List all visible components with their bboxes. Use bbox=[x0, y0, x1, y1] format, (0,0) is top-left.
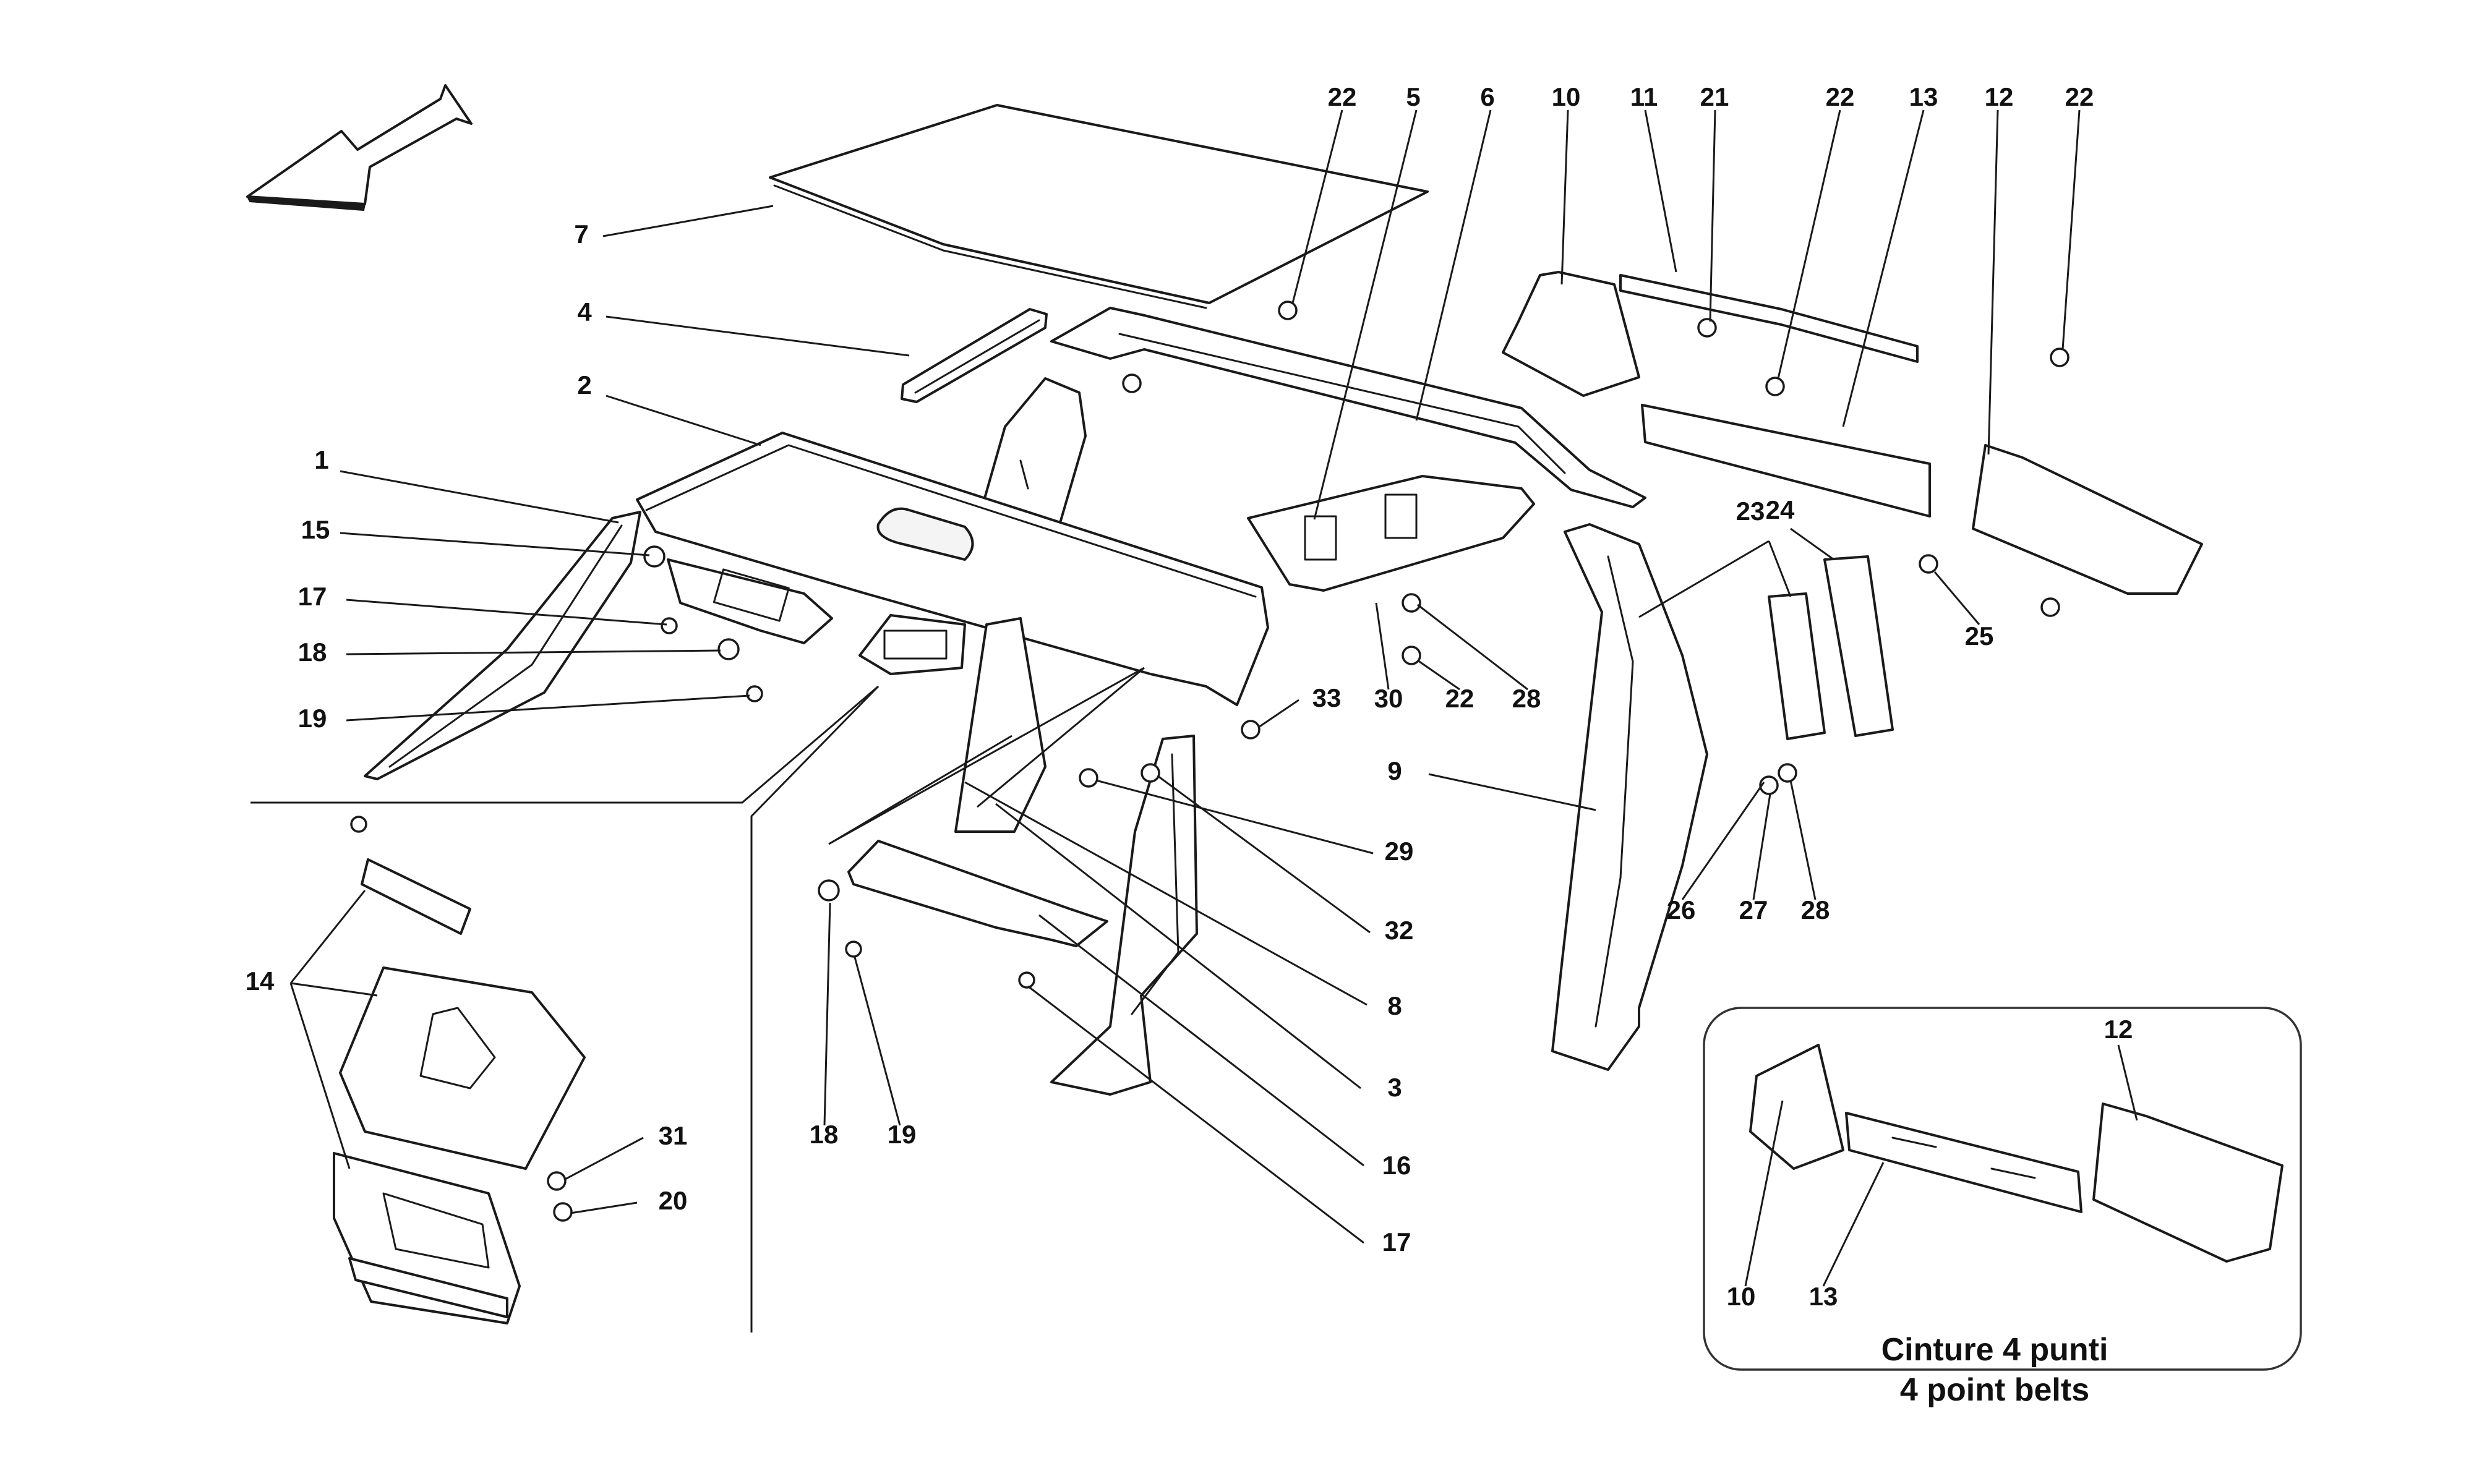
fastener-19a bbox=[746, 685, 763, 702]
fastener-19b bbox=[845, 940, 862, 958]
inset-bracket-10 bbox=[1749, 1044, 1844, 1170]
callout-4: 4 bbox=[577, 297, 592, 326]
inset-callout-10: 10 bbox=[1727, 1282, 1756, 1311]
callout-7: 7 bbox=[574, 220, 588, 249]
callout-31: 31 bbox=[659, 1121, 688, 1150]
left-pillar-trim bbox=[364, 511, 641, 780]
fastener-25 bbox=[1919, 554, 1938, 574]
fastener-33 bbox=[1241, 720, 1261, 740]
callout-13: 13 bbox=[1909, 82, 1938, 111]
callout-16: 16 bbox=[1382, 1151, 1411, 1180]
callout-22d: 22 bbox=[2065, 82, 2094, 111]
fastener-15 bbox=[643, 545, 666, 568]
interior-light bbox=[858, 614, 966, 675]
fastener-18b bbox=[818, 879, 840, 902]
light-bracket-14 bbox=[361, 858, 471, 935]
callout-18b: 18 bbox=[810, 1120, 839, 1149]
fastener-17a bbox=[661, 617, 678, 634]
callout-27: 27 bbox=[1739, 895, 1768, 924]
fastener-nut bbox=[1122, 373, 1142, 393]
inset-bracket-12 bbox=[2092, 1102, 2284, 1263]
fastener-22b bbox=[1402, 646, 1421, 665]
callout-29: 29 bbox=[1385, 837, 1414, 866]
c-pillar-trim bbox=[1551, 523, 1708, 1071]
fastener-27 bbox=[1759, 775, 1779, 795]
inset-caption-line1: Cinture 4 punti bbox=[1881, 1332, 2108, 1368]
callout-10: 10 bbox=[1552, 82, 1581, 111]
fastener-28b bbox=[1778, 763, 1797, 783]
callouts: 1 2 3 4 5 6 7 8 9 10 11 12 13 14 15 16 bbox=[246, 82, 2138, 1311]
callout-17b: 17 bbox=[1382, 1227, 1411, 1256]
callout-5: 5 bbox=[1406, 82, 1420, 111]
light-unit-14 bbox=[333, 1152, 521, 1324]
fastener-14-screw bbox=[350, 816, 367, 833]
pillar-panel-24 bbox=[1823, 555, 1894, 737]
callout-20: 20 bbox=[659, 1186, 688, 1215]
callout-22b: 22 bbox=[1445, 684, 1475, 713]
seat-belt-bracket-10 bbox=[1502, 271, 1640, 397]
fastener-18a bbox=[717, 638, 740, 660]
callout-18a: 18 bbox=[298, 638, 327, 667]
upper-frame-trim bbox=[1050, 307, 1646, 508]
rear-lining-panel bbox=[1247, 475, 1535, 592]
roof-lining-panel bbox=[769, 104, 1429, 309]
callout-28a: 28 bbox=[1512, 684, 1541, 713]
callout-25: 25 bbox=[1965, 621, 1994, 650]
callout-14: 14 bbox=[246, 966, 275, 996]
inset-caption: Cinture 4 punti 4 point belts bbox=[1881, 1332, 2108, 1408]
callout-3: 3 bbox=[1387, 1073, 1402, 1102]
fastener-22a bbox=[1278, 301, 1298, 320]
callout-22c: 22 bbox=[1826, 82, 1855, 111]
callout-8: 8 bbox=[1387, 991, 1402, 1020]
fastener-21 bbox=[1697, 318, 1717, 338]
fastener-29 bbox=[1079, 768, 1098, 788]
callout-24: 24 bbox=[1766, 495, 1795, 524]
fastener-22c bbox=[1765, 377, 1785, 396]
callout-17a: 17 bbox=[298, 582, 327, 611]
sun-visor-left bbox=[667, 558, 833, 644]
headliner-front bbox=[636, 432, 1269, 706]
callout-1: 1 bbox=[314, 445, 328, 474]
callout-26: 26 bbox=[1667, 895, 1696, 924]
callout-19b: 19 bbox=[888, 1120, 917, 1149]
callout-33: 33 bbox=[1312, 683, 1342, 712]
callout-21: 21 bbox=[1700, 82, 1729, 111]
direction-arrow-icon bbox=[246, 84, 473, 211]
seat-belt-rail-11 bbox=[1619, 274, 1919, 363]
callout-23: 23 bbox=[1736, 497, 1765, 526]
callout-11: 11 bbox=[1630, 82, 1658, 111]
seat-belt-bracket-12 bbox=[1972, 444, 2203, 595]
fastener-20 bbox=[553, 1202, 573, 1222]
callout-15: 15 bbox=[301, 515, 330, 544]
fastener-32 bbox=[1141, 763, 1160, 783]
inset-frame bbox=[1703, 1007, 2302, 1371]
inset-callout-13: 13 bbox=[1809, 1282, 1838, 1311]
seat-belt-cover-13 bbox=[1641, 404, 1931, 518]
fastener-28a bbox=[1402, 593, 1421, 613]
inset-caption-line2: 4 point belts bbox=[1900, 1372, 2089, 1408]
trim-strip bbox=[901, 308, 1048, 403]
callout-19a: 19 bbox=[298, 704, 327, 733]
callout-28b: 28 bbox=[1801, 895, 1830, 924]
leader-lines bbox=[250, 667, 1145, 1333]
inset-callout-12: 12 bbox=[2104, 1015, 2133, 1044]
fastener-12-lower bbox=[2040, 597, 2060, 617]
b-pillar-trim bbox=[954, 617, 1198, 1096]
sun-visor-right bbox=[847, 840, 1108, 947]
pillar-panel-23 bbox=[1768, 592, 1826, 740]
callout-12: 12 bbox=[1985, 82, 2014, 111]
callout-32: 32 bbox=[1385, 916, 1414, 945]
light-housing-14 bbox=[339, 966, 586, 1170]
inset-cover-13 bbox=[1845, 1112, 2082, 1213]
callout-9: 9 bbox=[1387, 756, 1402, 785]
fastener-22d bbox=[2050, 348, 2070, 367]
callout-22a: 22 bbox=[1328, 82, 1357, 111]
fastener-31 bbox=[547, 1171, 567, 1191]
callout-30: 30 bbox=[1374, 684, 1403, 713]
fastener-17b bbox=[1018, 971, 1035, 989]
callout-2: 2 bbox=[577, 370, 591, 399]
callout-6: 6 bbox=[1480, 82, 1494, 111]
